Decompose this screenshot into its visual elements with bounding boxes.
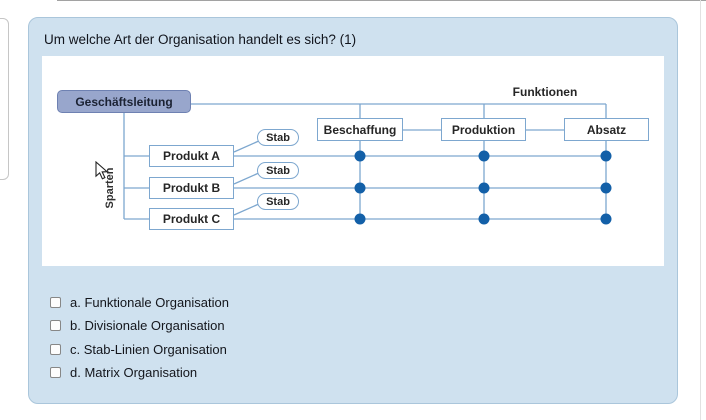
option-row-b[interactable]: b. Divisionale Organisation xyxy=(50,317,225,334)
option-checkbox-c[interactable] xyxy=(50,344,61,355)
diagram-box-geschaeftsleitung: Geschäftsleitung xyxy=(57,90,191,113)
option-checkbox-b[interactable] xyxy=(50,320,61,331)
diagram-box-produkt-c: Produkt C xyxy=(149,208,234,230)
matrix-intersection-dots xyxy=(354,150,612,225)
diagram-label-funktionen: Funktionen xyxy=(512,85,578,99)
option-label-a[interactable]: a. Funktionale Organisation xyxy=(70,295,229,310)
diagram-box-produktion: Produktion xyxy=(441,118,526,141)
diagram-box-beschaffung: Beschaffung xyxy=(317,118,403,141)
option-label-d[interactable]: d. Matrix Organisation xyxy=(70,365,198,380)
org-chart-diagram: Geschäftsleitung Funktionen Beschaffung … xyxy=(42,56,664,266)
option-label-c[interactable]: c. Stab-Linien Organisation xyxy=(70,342,227,357)
question-title: Um welche Art der Organisation handelt e… xyxy=(44,32,357,47)
option-row-a[interactable]: a. Funktionale Organisation xyxy=(50,294,229,311)
question-card: Um welche Art der Organisation handelt e… xyxy=(28,17,678,404)
diagram-pill-stab-1: Stab xyxy=(257,129,299,146)
mouse-cursor-icon xyxy=(95,161,109,180)
diagram-box-absatz: Absatz xyxy=(564,118,649,141)
option-row-c[interactable]: c. Stab-Linien Organisation xyxy=(50,341,227,358)
diagram-box-produkt-a: Produkt A xyxy=(149,145,234,167)
option-label-b[interactable]: b. Divisionale Organisation xyxy=(70,318,225,333)
diagram-pill-stab-3: Stab xyxy=(257,193,299,210)
diagram-connector-lines xyxy=(123,103,612,225)
right-divider-line xyxy=(700,0,701,420)
option-row-d[interactable]: d. Matrix Organisation xyxy=(50,364,197,381)
diagram-pill-stab-2: Stab xyxy=(257,162,299,179)
previous-card-edge xyxy=(0,18,9,180)
diagram-box-produkt-b: Produkt B xyxy=(149,177,234,199)
option-checkbox-d[interactable] xyxy=(50,367,61,378)
top-divider-line xyxy=(57,0,706,1)
option-checkbox-a[interactable] xyxy=(50,297,61,308)
